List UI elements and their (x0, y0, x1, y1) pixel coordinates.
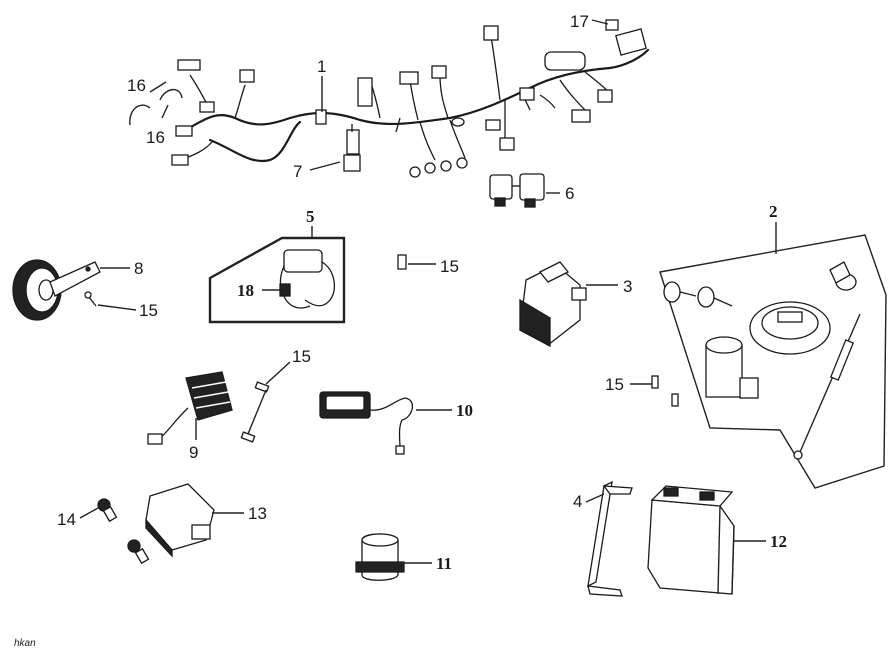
callout-15-regulator: 15 (292, 347, 311, 366)
cdi-unit-13 (145, 483, 215, 558)
callout-4: 4 (573, 492, 582, 511)
callout-12: 12 (770, 532, 787, 551)
callout-6: 6 (565, 184, 574, 203)
regulator-rectifier-9 (147, 371, 233, 445)
fuse-7 (343, 124, 361, 172)
starter-relay-3 (519, 261, 587, 348)
screw-14 (97, 498, 150, 565)
callout-labels: 1 2 3 4 5 6 7 8 9 10 11 12 13 14 15 15 1… (14, 12, 787, 649)
callout-2: 2 (769, 202, 778, 221)
battery-12 (647, 485, 735, 595)
callout-13: 13 (248, 504, 267, 523)
leader-lines (79, 19, 777, 564)
callout-14: 14 (57, 510, 76, 529)
starter-motor-part-11 (355, 533, 405, 581)
callout-5: 5 (306, 207, 315, 226)
relay-6 (489, 173, 545, 208)
callout-18: 18 (237, 281, 254, 300)
connector-17 (605, 19, 619, 31)
callout-17: 17 (570, 12, 589, 31)
cable-clamp-16 (129, 88, 183, 126)
callout-15-keyset: 15 (605, 375, 624, 394)
flasher-relay-10 (319, 391, 414, 455)
bolt-15 (84, 254, 679, 443)
callout-16-bottom: 16 (146, 128, 165, 147)
callout-3: 3 (623, 277, 632, 296)
key-set-2 (659, 234, 887, 489)
callout-7: 7 (293, 162, 302, 181)
battery-strap-4 (587, 480, 633, 597)
callout-15-center: 15 (440, 257, 459, 276)
callout-8: 8 (134, 259, 143, 278)
wire-harness (171, 25, 650, 178)
watermark-text: hkan (14, 638, 36, 649)
horn-8 (12, 259, 101, 321)
callout-9: 9 (189, 443, 198, 462)
callout-15-horn: 15 (139, 301, 158, 320)
callout-1: 1 (317, 57, 326, 76)
callout-10: 10 (456, 401, 473, 420)
callout-11: 11 (436, 554, 452, 573)
ignition-coil-box-5 (208, 236, 346, 324)
callout-16-top: 16 (127, 76, 146, 95)
